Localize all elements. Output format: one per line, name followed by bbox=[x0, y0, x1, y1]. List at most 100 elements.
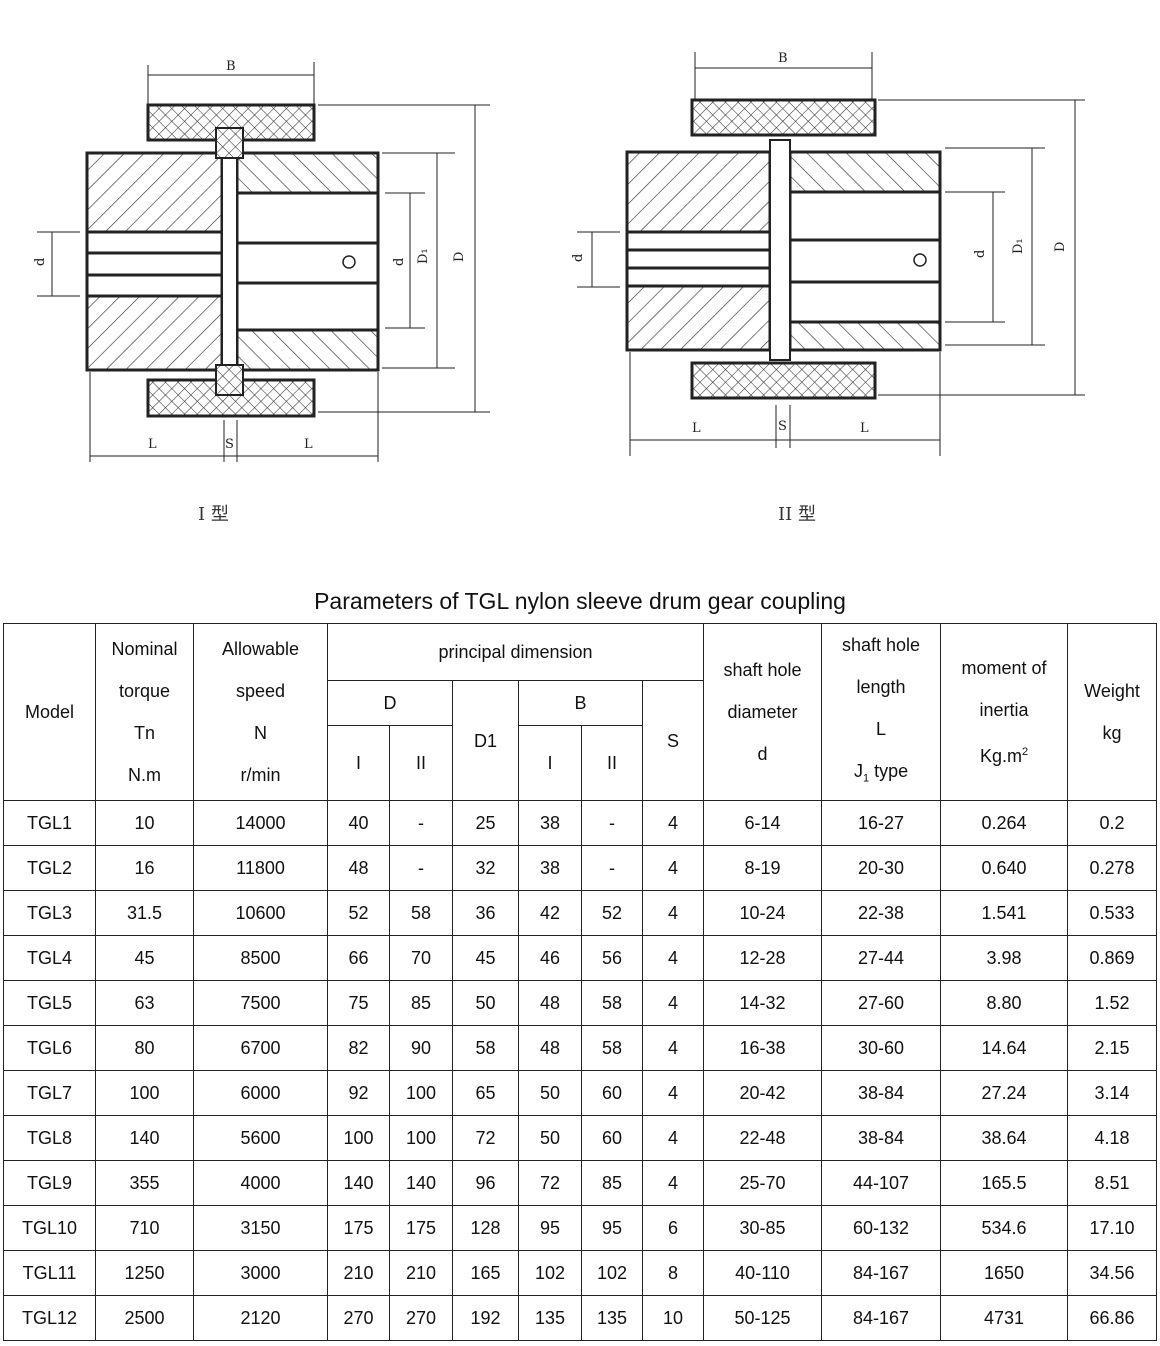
table-cell: 50 bbox=[452, 980, 519, 1026]
table-cell: 100 bbox=[389, 1070, 453, 1116]
table-cell: 140 bbox=[327, 1160, 390, 1206]
table-cell: 95 bbox=[581, 1205, 643, 1251]
table-cell: 0.2 bbox=[1067, 800, 1158, 846]
table-cell: 100 bbox=[389, 1115, 453, 1161]
table-cell: 4 bbox=[641, 1025, 705, 1071]
table-cell: 4 bbox=[641, 1070, 705, 1116]
table-cell: 38-84 bbox=[821, 1115, 942, 1161]
table-cell: 2500 bbox=[95, 1295, 194, 1341]
table-cell: 4 bbox=[641, 935, 705, 981]
table-cell: 58 bbox=[452, 1025, 519, 1071]
table-cell: 30-60 bbox=[821, 1025, 942, 1071]
type2-caption: II 型 bbox=[778, 504, 816, 525]
table-cell: 4 bbox=[641, 845, 705, 891]
table-cell: 5600 bbox=[193, 1115, 328, 1161]
table-cell: TGL8 bbox=[3, 1115, 96, 1161]
table-cell: 7500 bbox=[193, 980, 328, 1026]
table-cell: 210 bbox=[327, 1250, 390, 1296]
table-cell: 60 bbox=[581, 1115, 643, 1161]
table-cell: 11800 bbox=[193, 845, 328, 891]
header-D-I: I bbox=[327, 725, 390, 801]
table-cell: TGL4 bbox=[3, 935, 96, 981]
table-cell: 1250 bbox=[95, 1250, 194, 1296]
table-cell: 31.5 bbox=[95, 890, 194, 936]
table-cell: 4 bbox=[641, 1160, 705, 1206]
table-cell: 12-28 bbox=[703, 935, 823, 981]
type1-d-left-label: d bbox=[33, 258, 48, 266]
table-cell: 66.86 bbox=[1067, 1295, 1158, 1341]
table-cell: 48 bbox=[327, 845, 390, 891]
table-cell: 4 bbox=[641, 890, 705, 936]
table-cell: TGL1 bbox=[3, 800, 96, 846]
table-cell: 165 bbox=[452, 1250, 519, 1296]
table-cell: 82 bbox=[327, 1025, 390, 1071]
header-B-I: I bbox=[518, 725, 582, 801]
table-cell: - bbox=[581, 845, 643, 891]
table-cell: 52 bbox=[581, 890, 643, 936]
table-cell: 22-38 bbox=[821, 890, 942, 936]
table-cell: 4 bbox=[641, 1115, 705, 1161]
table-cell: TGL11 bbox=[3, 1250, 96, 1296]
table-cell: 50 bbox=[518, 1115, 582, 1161]
table-cell: 10 bbox=[95, 800, 194, 846]
table-cell: 128 bbox=[452, 1205, 519, 1251]
table-cell: 50 bbox=[518, 1070, 582, 1116]
table-cell: 102 bbox=[581, 1250, 643, 1296]
type2-d-left-label: d bbox=[571, 254, 586, 262]
table-cell: 14000 bbox=[193, 800, 328, 846]
table-cell: 22-48 bbox=[703, 1115, 823, 1161]
table-cell: 95 bbox=[518, 1205, 582, 1251]
table-cell: 46 bbox=[518, 935, 582, 981]
table-cell: 100 bbox=[327, 1115, 390, 1161]
table-cell: 1.52 bbox=[1067, 980, 1158, 1026]
table-cell: 25 bbox=[452, 800, 519, 846]
header-model: Model bbox=[3, 623, 96, 801]
table-cell: 3150 bbox=[193, 1205, 328, 1251]
table-cell: 534.6 bbox=[940, 1205, 1069, 1251]
table-cell: 80 bbox=[95, 1025, 194, 1071]
table-cell: 70 bbox=[389, 935, 453, 981]
table-cell: 0.640 bbox=[940, 845, 1069, 891]
table-cell: 0.869 bbox=[1067, 935, 1158, 981]
table-cell: 20-30 bbox=[821, 845, 942, 891]
table-cell: 135 bbox=[518, 1295, 582, 1341]
table-cell: 192 bbox=[452, 1295, 519, 1341]
table-cell: TGL12 bbox=[3, 1295, 96, 1341]
table-cell: 10-24 bbox=[703, 890, 823, 936]
table-cell: 92 bbox=[327, 1070, 390, 1116]
table-cell: 38.64 bbox=[940, 1115, 1069, 1161]
type2-d-right-label: d bbox=[973, 250, 988, 258]
table-cell: 14-32 bbox=[703, 980, 823, 1026]
table-cell: 60-132 bbox=[821, 1205, 942, 1251]
type2-S-label: S bbox=[778, 419, 787, 434]
table-cell: 45 bbox=[95, 935, 194, 981]
table-cell: 8 bbox=[641, 1250, 705, 1296]
table-cell: TGL7 bbox=[3, 1070, 96, 1116]
table-cell: 3.14 bbox=[1067, 1070, 1158, 1116]
table-cell: TGL2 bbox=[3, 845, 96, 891]
table-cell: 6-14 bbox=[703, 800, 823, 846]
type2-D-label: D bbox=[1053, 242, 1068, 252]
table-cell: 4731 bbox=[940, 1295, 1069, 1341]
table-cell: 135 bbox=[581, 1295, 643, 1341]
table-cell: 8500 bbox=[193, 935, 328, 981]
table-cell: 40-110 bbox=[703, 1250, 823, 1296]
table-cell: 58 bbox=[581, 1025, 643, 1071]
table-cell: 175 bbox=[327, 1205, 390, 1251]
table-cell: 102 bbox=[518, 1250, 582, 1296]
table-cell: TGL5 bbox=[3, 980, 96, 1026]
type1-d-right-label: d bbox=[392, 258, 407, 266]
type2-L-right-label: L bbox=[860, 421, 869, 436]
table-cell: 38 bbox=[518, 845, 582, 891]
type2-B-label: B bbox=[778, 51, 788, 66]
type1-L-right-label: L bbox=[304, 437, 313, 452]
